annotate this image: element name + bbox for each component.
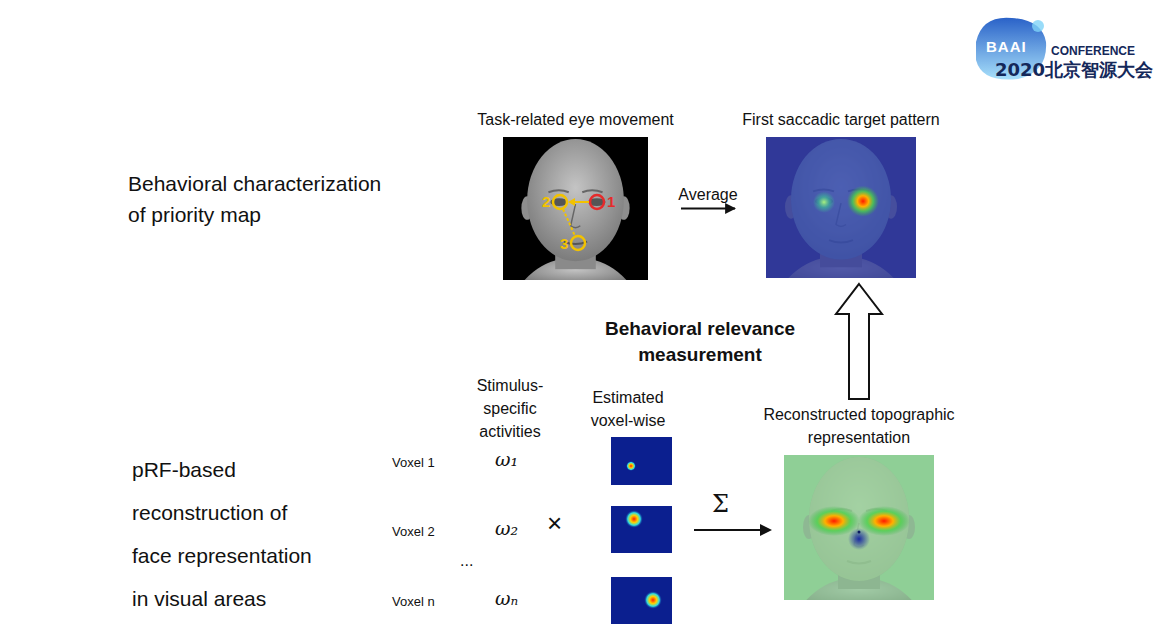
image-panel: Task-related eye movement: [473, 108, 678, 280]
caption-block: First saccadic target pattern: [738, 108, 944, 131]
caption-block: Reconstructed topographic representation: [730, 403, 988, 449]
voxel-name: Voxel n: [392, 594, 435, 609]
panel-caption: First saccadic target pattern: [742, 108, 939, 131]
fixation-heatmap: [766, 137, 916, 283]
image-area: [730, 455, 988, 600]
reconstruction-map: [784, 455, 934, 605]
multiply-sign: ×: [547, 508, 562, 539]
callout-number: 1: [607, 193, 615, 210]
image-panel: First saccadic target pattern: [738, 108, 944, 278]
row-heading: pRF-based reconstruction of face represe…: [132, 448, 324, 620]
row-heading: Behavioral characterization of priority …: [128, 168, 390, 230]
weight-symbol: ω₁: [495, 448, 518, 470]
logo-text: 2020北京智源大会: [995, 58, 1153, 82]
arrow-label: Average: [678, 186, 737, 204]
block-arrow: [836, 284, 882, 399]
callout-number: 3: [560, 235, 568, 252]
image-area: [473, 137, 678, 280]
voxel-name: Voxel 1: [392, 455, 435, 470]
logo-text: BAAI: [986, 38, 1027, 55]
logo-text: CONFERENCE: [1051, 44, 1135, 58]
hollow-arrow: [836, 284, 882, 399]
panel-caption: Task-related eye movement: [477, 108, 674, 131]
arrow-label: Behavioral relevance measurement: [575, 316, 825, 368]
column-heading: Estimated voxel-wise: [578, 386, 678, 432]
face-photo: [503, 137, 648, 285]
arrow-line: [681, 208, 735, 210]
ellipsis: ...: [460, 552, 473, 570]
voxel-maps: [611, 437, 672, 624]
weight-symbol: ω₂: [495, 517, 518, 539]
caption-block: Task-related eye movement: [473, 108, 678, 131]
image-area: [738, 137, 944, 278]
image-panel: Reconstructed topographic representation: [730, 403, 988, 600]
sum-sign: Σ: [712, 490, 729, 518]
panel-caption: Reconstructed topographic representation: [734, 403, 984, 449]
sum-arrow: [694, 524, 772, 536]
average-arrow: [681, 208, 735, 209]
weight-symbol: ωₙ: [495, 587, 518, 609]
callout-number: 2: [542, 193, 550, 210]
voxel-name: Voxel 2: [392, 524, 435, 539]
column-heading: Stimulus-specific activities: [455, 374, 565, 443]
